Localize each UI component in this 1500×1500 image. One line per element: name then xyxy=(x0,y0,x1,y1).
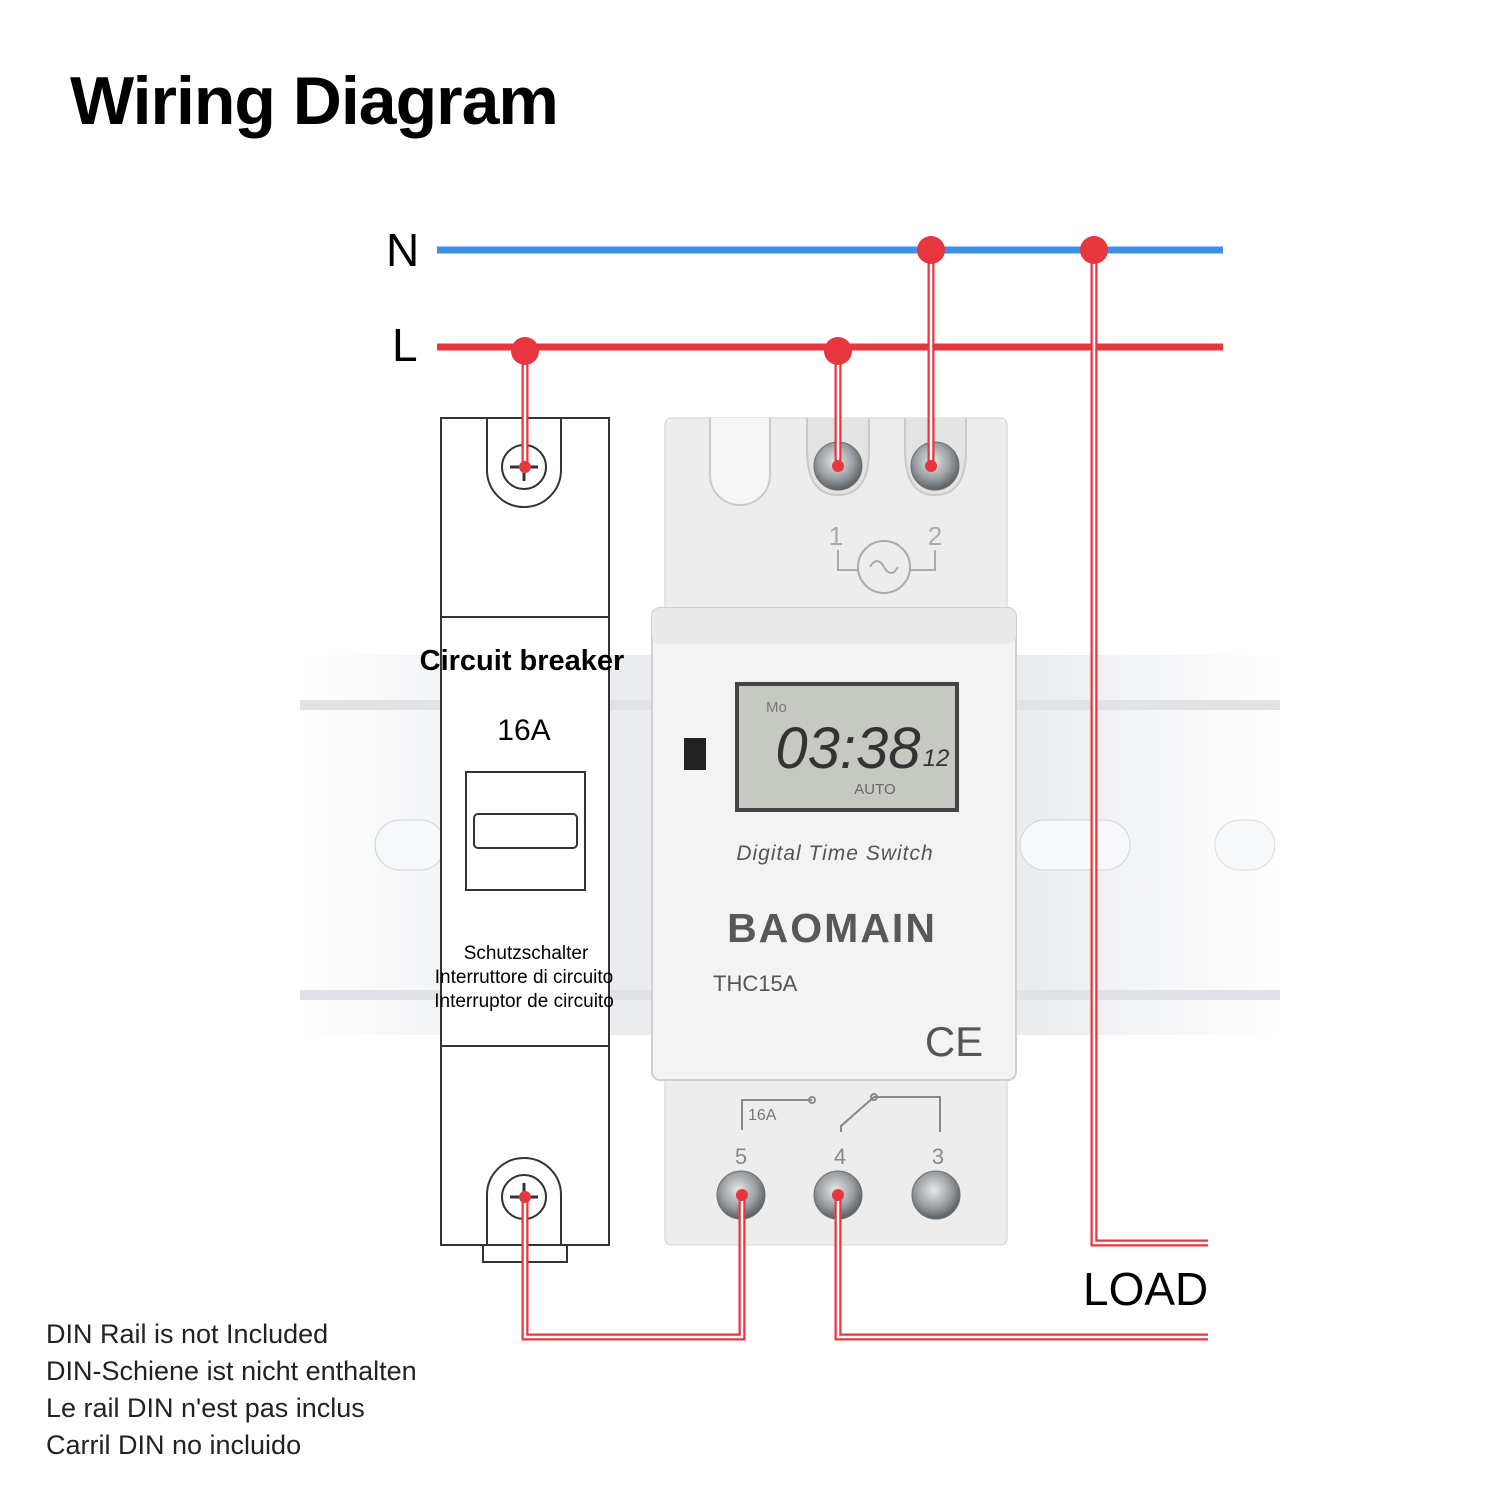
breaker-label-de: Schutzschalter xyxy=(464,943,589,964)
timer-button[interactable] xyxy=(684,738,706,770)
terminal-dot xyxy=(925,460,937,472)
lcd-day: Mo xyxy=(766,699,787,716)
breaker-rating: 16A xyxy=(497,714,550,747)
relay-rating: 16A xyxy=(748,1107,777,1124)
brand-name: BAOMAIN xyxy=(727,905,937,951)
lcd-mode: AUTO xyxy=(854,781,895,798)
junction-dot xyxy=(824,337,852,365)
wiring xyxy=(437,236,1223,1341)
din-note-fr: Le rail DIN n'est pas inclus xyxy=(46,1393,365,1423)
product-line: Digital Time Switch xyxy=(736,842,933,865)
circuit-breaker: Circuit breaker 16A Schutzschalter Inter… xyxy=(420,417,625,1263)
terminal-number-2: 2 xyxy=(928,521,942,551)
ce-mark: CE xyxy=(925,1018,983,1065)
junction-dot xyxy=(917,236,945,264)
lcd-display xyxy=(735,682,959,812)
terminal-number-1: 1 xyxy=(829,521,843,551)
lcd-time: 03:38 xyxy=(775,716,920,781)
din-note-es: Carril DIN no incluido xyxy=(46,1430,302,1460)
digital-time-switch: 1 2 Mo 03:38 12 AUTO Digital Time Switch… xyxy=(651,417,1017,1246)
din-note-de: DIN-Schiene ist nicht enthalten xyxy=(46,1356,417,1386)
breaker-title: Circuit breaker xyxy=(420,645,625,677)
model-number: THC15A xyxy=(713,971,798,996)
ac-supply-symbol-icon xyxy=(837,540,936,594)
live-line-label: L xyxy=(392,319,418,371)
terminal-number-5: 5 xyxy=(735,1144,747,1169)
junction-dot xyxy=(1080,236,1108,264)
din-rail-note: DIN Rail is not Included DIN-Schiene ist… xyxy=(46,1316,417,1464)
page-title: Wiring Diagram xyxy=(70,63,559,139)
breaker-label-es: Interruptor de circuito xyxy=(434,991,614,1012)
terminal-dot xyxy=(519,1191,531,1203)
timer-terminal-3-screw-icon xyxy=(911,1170,961,1220)
terminal-number-3: 3 xyxy=(932,1144,944,1169)
relay-contact-symbol-icon xyxy=(741,1093,941,1132)
terminal-dot xyxy=(832,460,844,472)
terminal-dot xyxy=(832,1189,844,1201)
terminal-dot xyxy=(736,1189,748,1201)
junction-dot xyxy=(511,337,539,365)
breaker-label-it: Interruttore di circuito xyxy=(435,967,613,988)
breaker-toggle-lever xyxy=(473,813,578,849)
lcd-seconds: 12 xyxy=(923,745,950,772)
terminal-number-4: 4 xyxy=(834,1144,846,1169)
din-note-en: DIN Rail is not Included xyxy=(46,1319,329,1349)
terminal-dot xyxy=(519,461,531,473)
load-label: LOAD xyxy=(1083,1263,1209,1315)
neutral-line-label: N xyxy=(386,224,420,276)
